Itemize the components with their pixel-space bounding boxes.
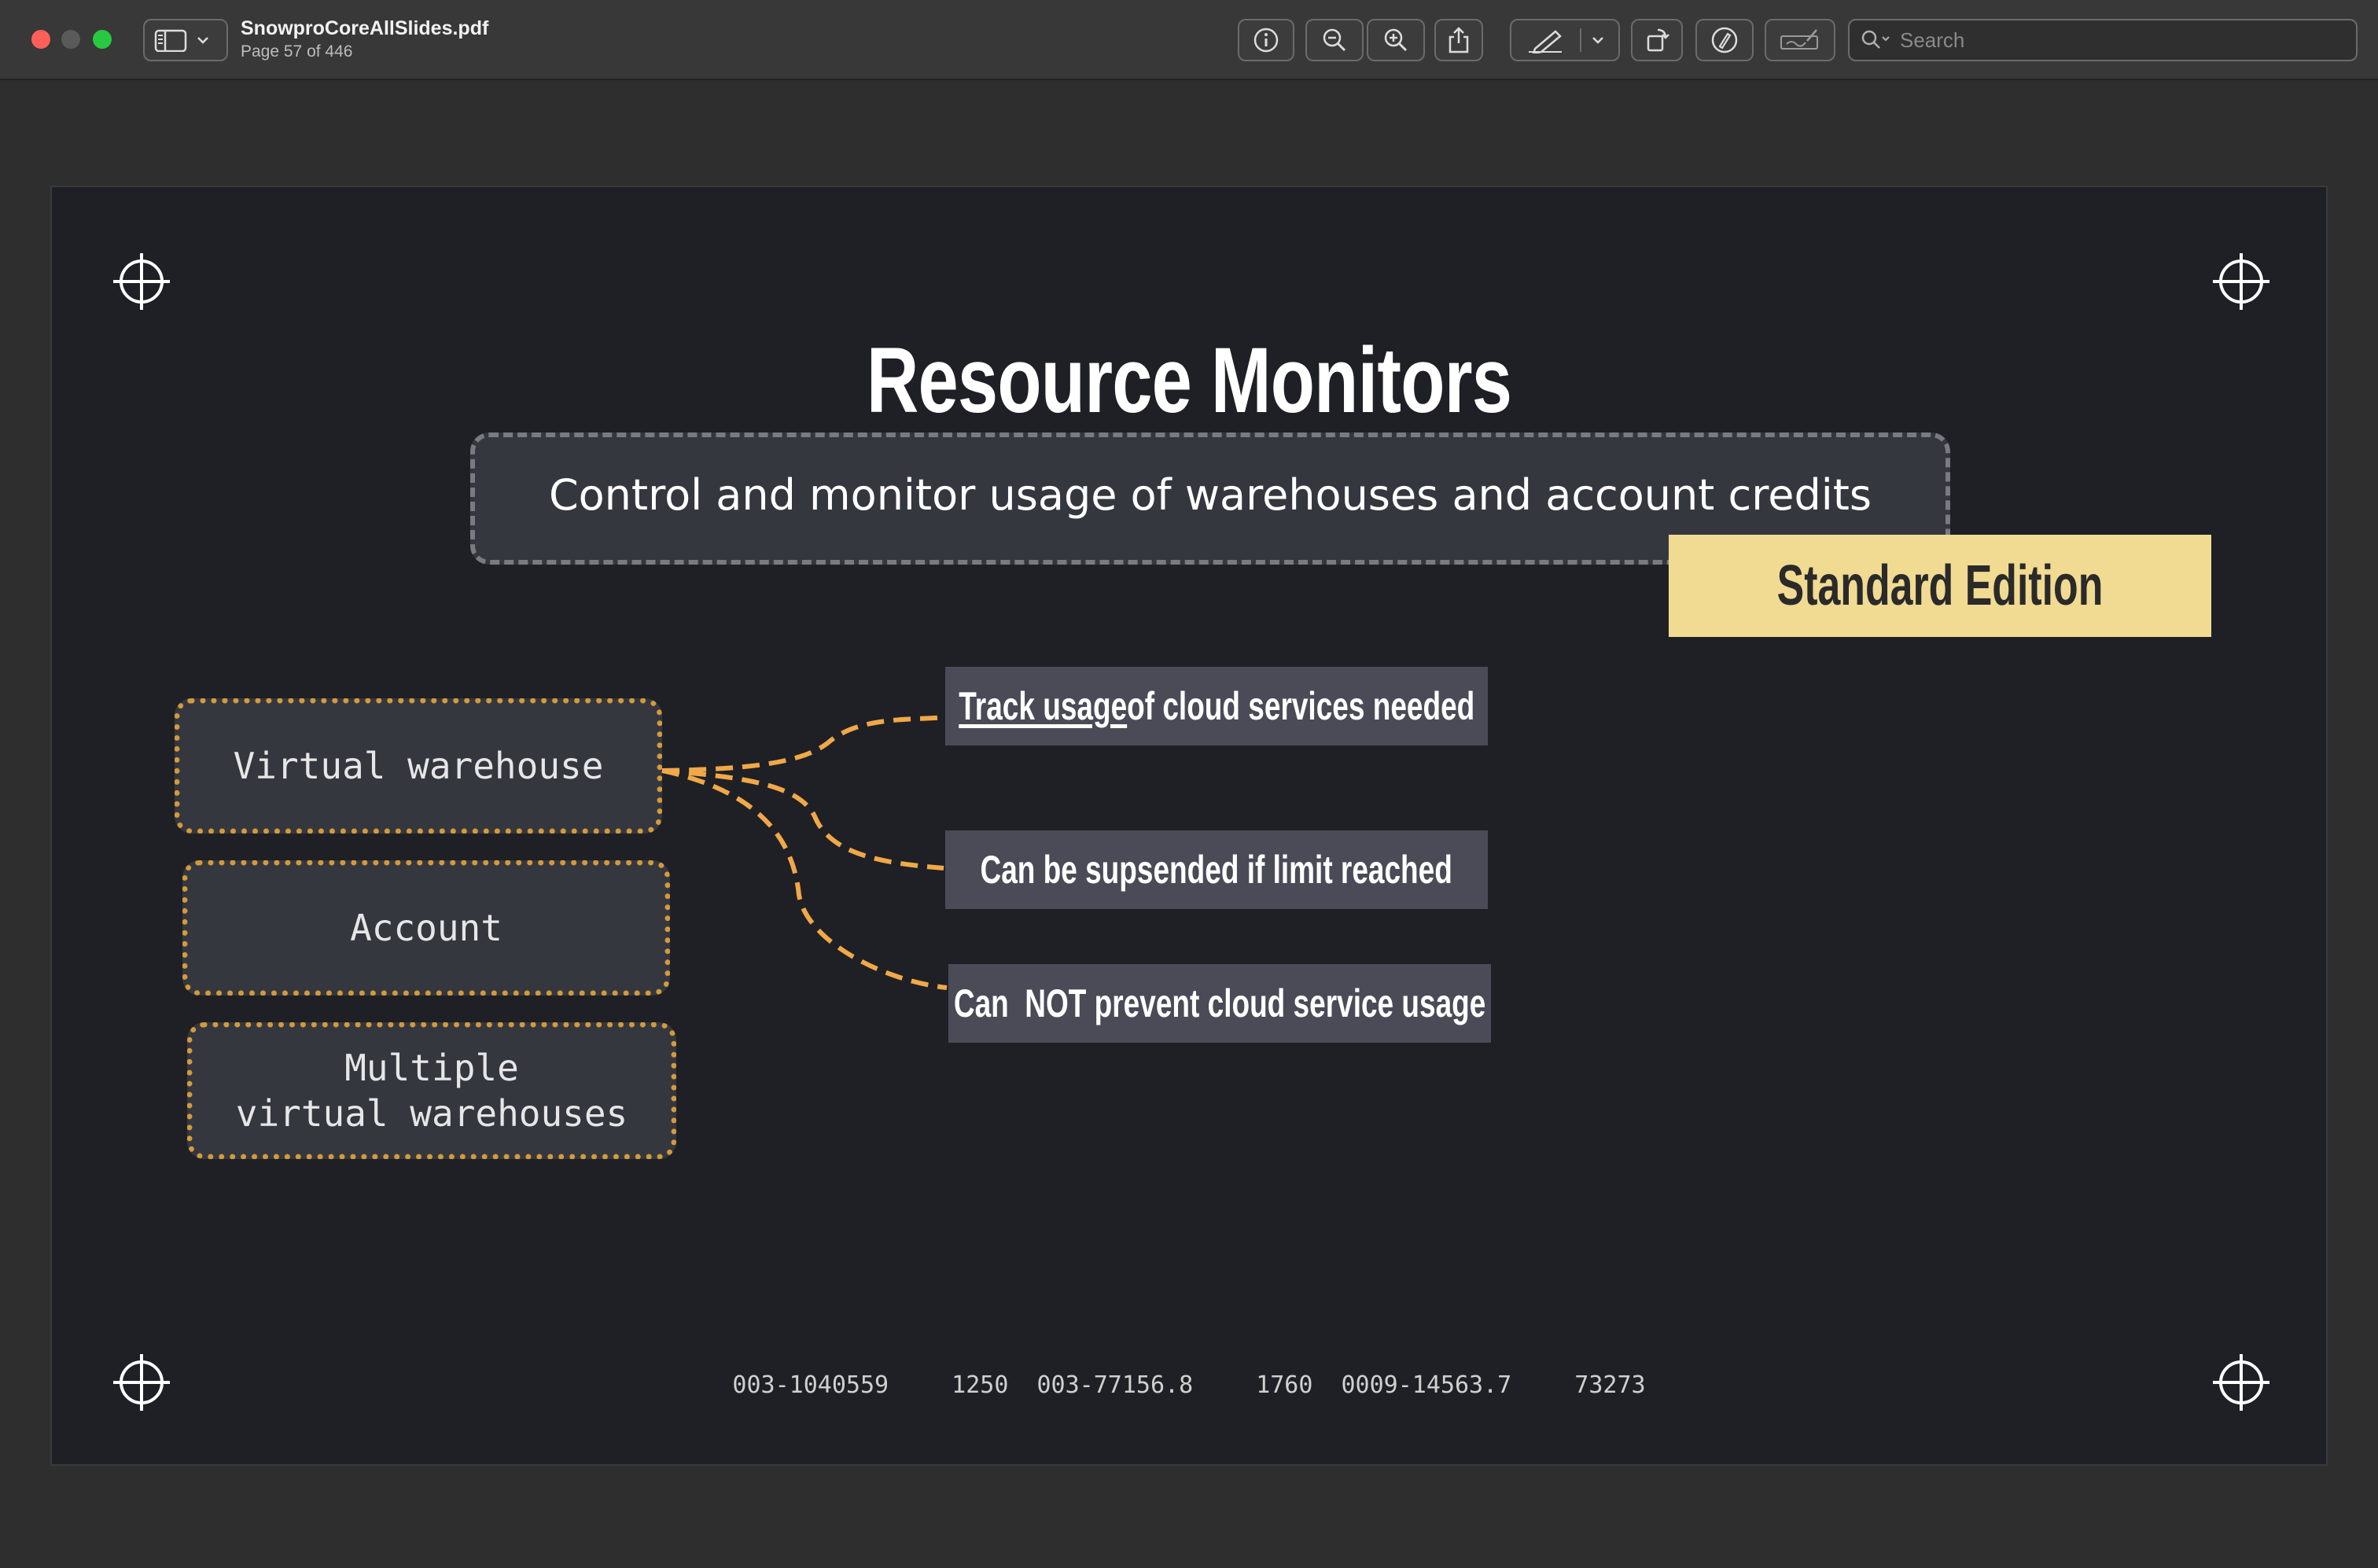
zoom-in-button[interactable] <box>1367 19 1425 61</box>
search-field[interactable]: Search <box>1848 19 2358 61</box>
scope-virtual-warehouse: Virtual warehouse <box>175 698 662 834</box>
info-button[interactable] <box>1238 19 1294 61</box>
sidebar-toggle-button[interactable] <box>143 19 228 61</box>
scope-multiple-warehouses: Multiple virtual warehouses <box>187 1022 676 1159</box>
rotate-button[interactable] <box>1631 19 1683 61</box>
zoom-out-button[interactable] <box>1305 19 1364 61</box>
badge-label: Standard Edition <box>1776 554 2104 617</box>
page-indicator: Page 57 of 446 <box>241 42 353 61</box>
signature-button[interactable] <box>1765 19 1835 61</box>
slide-subtitle: Control and monitor usage of warehouses … <box>548 470 1872 520</box>
document-title: SnowproCoreAllSlides.pdf <box>241 17 489 39</box>
signature-icon <box>1780 29 1818 50</box>
markup-button[interactable] <box>1510 19 1620 61</box>
zoom-out-icon <box>1323 28 1346 52</box>
markup-circle-icon <box>1711 27 1738 53</box>
footer-codes: 003-1040559 1250 003-77156.8 1760 0009-1… <box>732 1371 1646 1399</box>
zoom-window-button[interactable] <box>93 30 112 49</box>
share-button[interactable] <box>1434 19 1483 61</box>
crosshair-icon <box>113 1354 170 1411</box>
zoom-in-icon <box>1384 28 1408 52</box>
pen-icon <box>1529 28 1603 53</box>
crosshair-icon <box>2213 1354 2269 1411</box>
feature-cannot-prevent: Can NOT prevent cloud service usage <box>948 964 1491 1043</box>
standard-edition-badge: Standard Edition <box>1669 535 2211 637</box>
slide-title: Resource Monitors <box>866 329 1512 432</box>
info-icon <box>1253 28 1279 53</box>
feature-track-usage: Track usage of cloud services needed <box>945 667 1488 745</box>
crosshair-icon <box>2213 253 2269 310</box>
connector-lines <box>661 715 948 990</box>
feature-suspend: Can be supsended if limit reached <box>945 830 1488 909</box>
crosshair-icon <box>113 253 170 310</box>
rotate-icon <box>1647 28 1669 52</box>
sidebar-icon <box>154 29 208 52</box>
scope-account: Account <box>182 860 670 996</box>
search-icon <box>1861 30 1890 49</box>
window-toolbar: SnowproCoreAllSlides.pdf Page 57 of 446 <box>0 0 2378 80</box>
minimize-window-button[interactable] <box>61 30 80 49</box>
close-window-button[interactable] <box>31 30 50 49</box>
pdf-page-slide: Resource Monitors Control and monitor us… <box>50 186 2328 1466</box>
share-icon <box>1449 27 1469 53</box>
annotate-button[interactable] <box>1695 19 1754 61</box>
search-placeholder: Search <box>1900 28 1965 52</box>
